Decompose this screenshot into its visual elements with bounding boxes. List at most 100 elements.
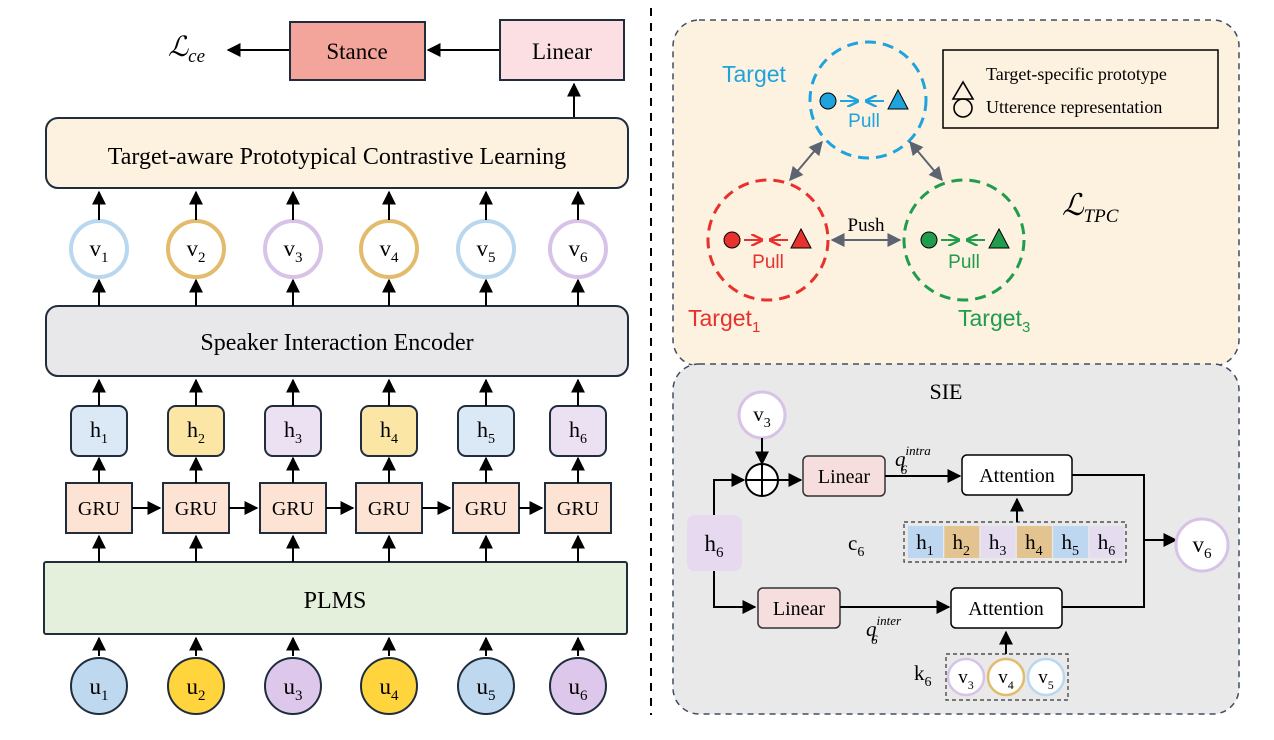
- v-node-4: [359, 219, 419, 279]
- v-node-3: [263, 219, 323, 279]
- c6-item-5: [1053, 526, 1089, 558]
- u-node-3: [264, 657, 322, 715]
- target1-prototype-icon: [790, 227, 812, 249]
- k6-item-label-2: v4: [998, 667, 1014, 692]
- c6-item-label-6: h6: [1098, 530, 1116, 559]
- target1-pull-label: Pull: [752, 252, 784, 273]
- c6-label: c6: [848, 531, 864, 560]
- k6-item-2: [986, 657, 1026, 697]
- v-node-label-1: v1: [90, 236, 109, 266]
- sie-h6-node: [687, 515, 742, 571]
- v-node-label-5: v5: [477, 236, 496, 266]
- h-node-label-6: h6: [569, 417, 587, 447]
- k6-item-1: [946, 657, 986, 697]
- c6-item-4: [1016, 526, 1052, 558]
- v-node-label-4: v4: [380, 236, 400, 266]
- c6-item-3: [980, 526, 1016, 558]
- u-node-4: [360, 657, 418, 715]
- target1-cluster: [706, 178, 830, 302]
- tpc-legend: [942, 49, 1219, 129]
- c6-item-label-5: h5: [1061, 530, 1079, 559]
- v-node-6: [548, 219, 608, 279]
- v-node-label-6: v6: [569, 236, 589, 266]
- c6-item-label-2: h2: [953, 530, 971, 559]
- sie-attention-upper-label: Attention: [979, 465, 1055, 487]
- sie-attention-lower-label: Attention: [968, 598, 1044, 620]
- gru-label-4: GRU: [368, 498, 411, 520]
- k6-label: k6: [914, 661, 932, 690]
- left-columns: u1GRUh1v1u2GRUh2v2u3GRUh3v3u4GRUh4v4u5GR…: [65, 190, 612, 715]
- sie-v6-node: [1174, 517, 1230, 573]
- legend-triangle-label: Target-specific prototype: [986, 64, 1167, 84]
- u-node-2: [167, 657, 225, 715]
- c6-item-label-1: h1: [916, 530, 934, 559]
- u-node-label-4: u4: [380, 674, 400, 704]
- u-node-label-1: u1: [90, 674, 109, 704]
- plms-box: [43, 561, 628, 635]
- c6-list: h1 h2 h3 h4 h5 h6: [908, 526, 1125, 559]
- push-arrow-1-2: [789, 140, 823, 182]
- linear-label: Linear: [532, 39, 592, 64]
- arrow-h6-to-linear-lower: [713, 571, 757, 614]
- target3-utterance-icon: [920, 231, 938, 249]
- sie-h6-label: h6: [705, 531, 725, 561]
- gru-label-2: GRU: [175, 498, 218, 520]
- gru-box-3: [259, 482, 327, 534]
- sie-v6-label: v6: [1193, 532, 1213, 562]
- sie-title: SIE: [930, 379, 963, 404]
- gru-box-1: [65, 482, 133, 534]
- target2-cluster: [808, 40, 928, 160]
- sie-encoder-box: [45, 305, 629, 377]
- v-node-label-2: v2: [187, 236, 206, 266]
- push-arrow-2-3: [909, 140, 943, 182]
- c6-item-1: [908, 526, 943, 558]
- u-node-5: [457, 657, 515, 715]
- target2-prototype-icon: [887, 88, 909, 110]
- h-node-label-5: h5: [477, 417, 495, 447]
- target3-prototype-icon: [988, 227, 1010, 249]
- target1-label: Target1: [688, 305, 760, 336]
- left-panel: ℒce Stance Linear Target-aware Prototypi…: [43, 19, 629, 715]
- target3-cluster: [902, 178, 1026, 302]
- plms-label: PLMS: [304, 588, 367, 614]
- sie-encoder-label: Speaker Interaction Encoder: [200, 330, 473, 356]
- sie-linear-lower-label: Linear: [773, 598, 826, 620]
- target2-pull-label: Pull: [848, 111, 880, 132]
- c6-item-6: [1089, 526, 1125, 558]
- target1-utterance-icon: [723, 231, 741, 249]
- k6-item-3: [1026, 657, 1066, 697]
- v-node-1: [69, 219, 129, 279]
- stance-label: Stance: [326, 39, 387, 64]
- u-node-1: [70, 657, 128, 715]
- arrow-h6-to-add: [713, 473, 746, 515]
- gru-label-3: GRU: [272, 498, 315, 520]
- tpc-panel: Target-specific prototype Utterence repr…: [672, 19, 1240, 367]
- line-upper-to-merge: [1072, 474, 1145, 540]
- tpc-loss-label: ℒTPC: [1062, 189, 1119, 227]
- legend-circle-label: Utterence representation: [986, 97, 1162, 117]
- target2-utterance-icon: [819, 92, 837, 110]
- h-node-label-3: h3: [284, 417, 302, 447]
- tpcl-label: Target-aware Prototypical Contrastive Le…: [108, 144, 566, 170]
- c6-item-label-4: h4: [1025, 530, 1043, 559]
- u-node-6: [549, 657, 607, 715]
- line-lower-to-merge: [1062, 540, 1145, 608]
- target3-pull-label: Pull: [948, 252, 980, 273]
- linear-box: [499, 19, 625, 81]
- gru-label-6: GRU: [557, 498, 600, 520]
- u-node-label-2: u2: [187, 674, 206, 704]
- h-node-label-4: h4: [380, 417, 398, 447]
- legend-circle-icon: [953, 98, 973, 118]
- c6-item-label-3: h3: [989, 530, 1007, 559]
- target2-label: Target: [722, 61, 787, 87]
- ce-loss-label: ℒce: [168, 32, 205, 67]
- sie-v3-label: v3: [753, 402, 771, 431]
- gru-label-1: GRU: [78, 498, 121, 520]
- v-node-2: [166, 219, 226, 279]
- c6-item-2: [944, 526, 980, 558]
- gru-label-5: GRU: [465, 498, 508, 520]
